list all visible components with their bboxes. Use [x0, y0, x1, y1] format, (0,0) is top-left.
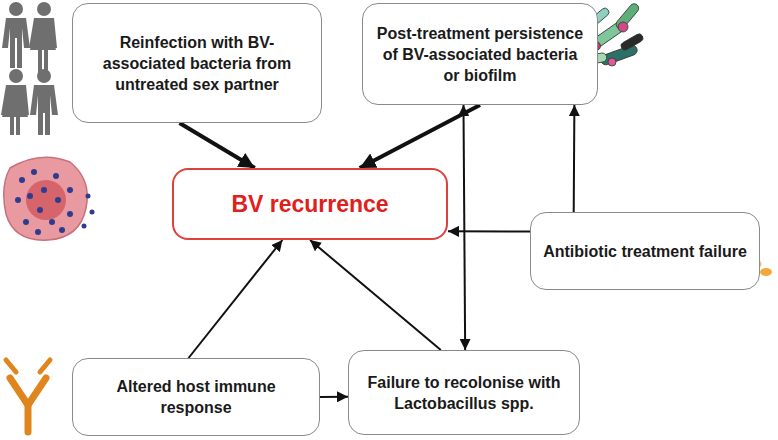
arrow-connector — [310, 240, 441, 350]
arrow-connector — [573, 105, 576, 212]
arrow-connector — [360, 105, 480, 168]
arrow-connector — [463, 105, 465, 350]
cause-box: Reinfection with BV-associated bacteria … — [72, 3, 322, 123]
cause-box: Antibiotic treatment failure — [530, 212, 760, 290]
cause-label: Failure to recolonise with Lactobacillus… — [349, 372, 579, 414]
arrow-connector — [189, 240, 283, 358]
cause-label: Post-treatment persistence of BV-associa… — [363, 23, 597, 86]
arrow-connector — [320, 396, 348, 398]
people-icon — [1, 2, 58, 135]
cause-box: Post-treatment persistence of BV-associa… — [362, 3, 598, 105]
outcome-label: BV recurrence — [221, 190, 398, 218]
arrow-connector — [448, 230, 530, 232]
arrow-connector — [180, 123, 255, 168]
bacterial-cell-icon — [4, 157, 95, 240]
outcome-box: BV recurrence — [172, 168, 448, 240]
cause-label: Altered host immune response — [73, 376, 319, 418]
cause-label: Reinfection with BV-associated bacteria … — [73, 32, 321, 95]
cause-box: Altered host immune response — [72, 358, 320, 436]
cause-box: Failure to recolonise with Lactobacillus… — [348, 350, 580, 435]
cause-label: Antibiotic treatment failure — [533, 241, 757, 262]
antibody-icon — [6, 360, 50, 432]
